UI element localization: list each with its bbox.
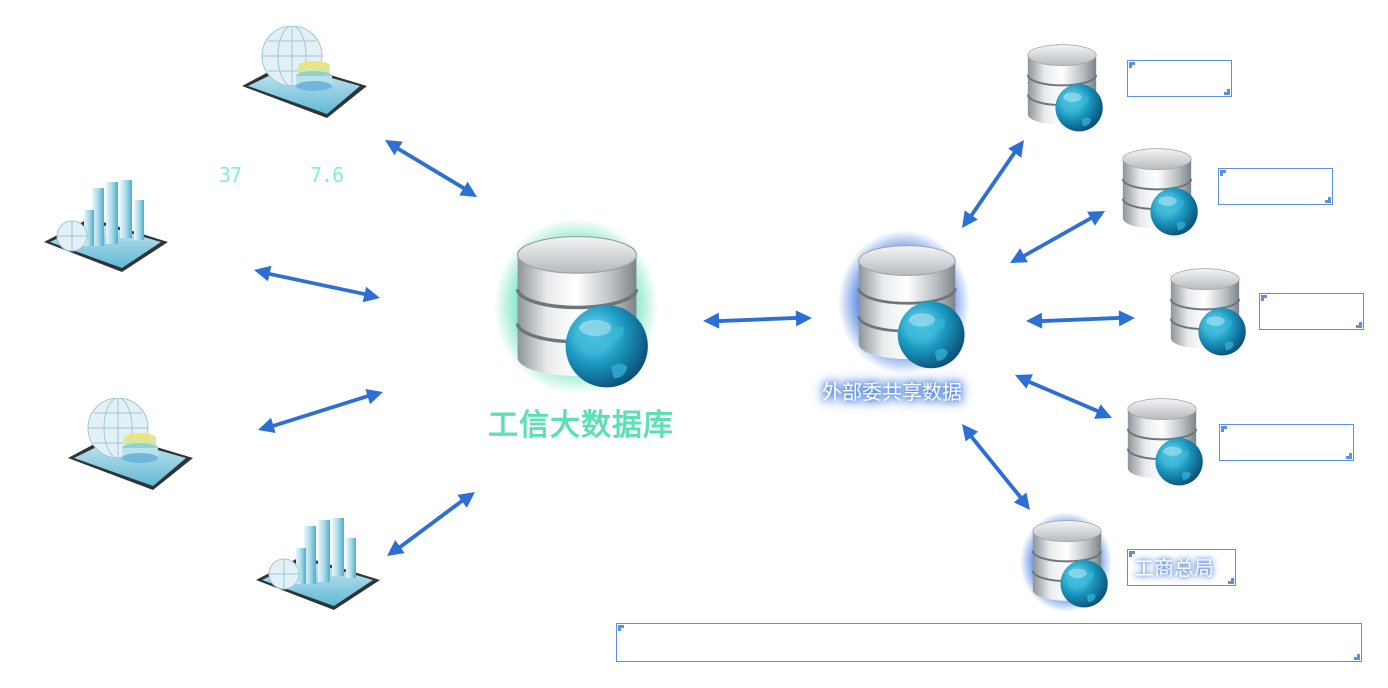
agency-label: 工商总局 [1134,556,1214,580]
connection-arrows [254,140,1135,556]
external-database-icon [857,244,967,370]
metric-value: 7.6 [310,163,344,187]
bidirectional-arrow [962,140,1024,228]
bidirectional-arrow [254,265,380,303]
bidirectional-arrow [1015,374,1112,419]
agency-label-box: 工商总局 [1127,549,1236,586]
metric-value: 37 [219,163,242,187]
bidirectional-arrow [1026,310,1135,329]
globe-tablet-icon [67,398,194,491]
bidirectional-arrow [385,140,477,197]
bar-chart-tablet-icon [255,518,381,611]
agency-label-box [1219,424,1354,461]
bidirectional-arrow [387,492,475,556]
central-database-icon [515,234,650,390]
external-db-label: 外部委共享数据 [822,380,962,404]
globe-tablet-icon [241,26,368,119]
agency-database-icon [1169,267,1247,357]
agency-label-box [1259,293,1364,330]
bidirectional-arrow [258,389,383,433]
agency-label-box [1127,60,1232,97]
bar-chart-tablet-icon [43,180,169,273]
agency-database-icon [1026,43,1104,133]
central-db-label: 工信大数据库 [488,408,674,443]
agency-database-icon [1126,397,1204,487]
bidirectional-arrow [1010,211,1105,263]
agency-database-icon [1031,519,1109,609]
bidirectional-arrow [962,424,1030,510]
bidirectional-arrow [703,310,812,329]
agency-label-box [1218,168,1333,205]
agency-database-icon [1121,147,1199,237]
footer-box [616,623,1362,662]
